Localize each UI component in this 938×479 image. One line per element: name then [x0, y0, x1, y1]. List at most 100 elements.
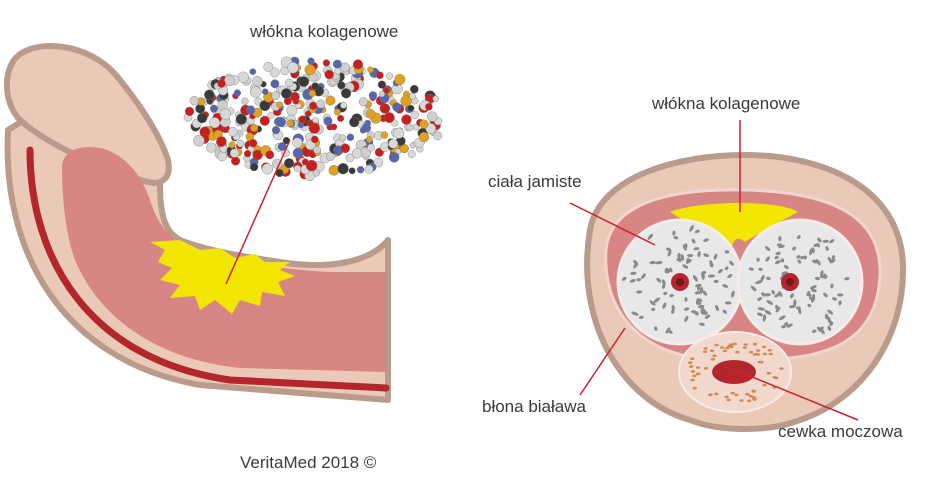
- sinusoid: [775, 306, 781, 313]
- atom: [250, 123, 259, 132]
- spongy-dot: [735, 350, 740, 354]
- sinusoid: [825, 246, 829, 251]
- sinusoid: [832, 297, 837, 301]
- atom: [393, 127, 405, 139]
- atom: [290, 91, 300, 102]
- sinusoid: [809, 248, 813, 256]
- sinusoid: [831, 255, 836, 260]
- sinusoid: [683, 307, 690, 311]
- atom: [237, 71, 249, 83]
- sinusoid: [651, 307, 656, 312]
- sinusoid: [724, 250, 730, 254]
- atom: [349, 117, 360, 128]
- atom: [394, 73, 406, 85]
- spongy-dot: [708, 393, 713, 397]
- atom: [332, 59, 342, 69]
- sinusoid: [756, 257, 760, 262]
- spongy-dot: [714, 392, 719, 396]
- sinusoid: [780, 258, 785, 263]
- sinusoid: [776, 243, 782, 247]
- sinusoid: [814, 276, 820, 281]
- spongy-dot: [747, 399, 752, 403]
- atom: [389, 152, 400, 163]
- atom: [345, 153, 355, 163]
- atom: [196, 112, 208, 124]
- atom: [235, 113, 247, 125]
- atom: [383, 112, 395, 124]
- sinusoid: [724, 266, 729, 271]
- spongy-dot: [712, 354, 717, 358]
- sinusoid: [703, 238, 709, 243]
- atom: [378, 90, 386, 98]
- atom: [228, 127, 238, 137]
- sinusoid: [778, 291, 783, 297]
- cavernous-artery-right-core: [786, 278, 794, 286]
- sinusoid: [691, 310, 698, 314]
- atom: [405, 123, 414, 132]
- sinusoid: [724, 301, 732, 305]
- atom: [284, 158, 295, 169]
- atom: [224, 75, 235, 87]
- label-collagen-right: włókna kolagenowe: [652, 94, 801, 113]
- spongy-dot: [768, 352, 773, 356]
- atom: [307, 57, 315, 65]
- atom: [409, 93, 416, 100]
- atom: [379, 103, 391, 114]
- atom: [358, 97, 368, 107]
- sinusoid: [837, 293, 844, 297]
- atom: [309, 101, 318, 110]
- atom: [425, 103, 433, 111]
- sinusoid: [778, 236, 782, 242]
- sinusoid: [649, 260, 656, 265]
- sinusoid: [829, 239, 835, 244]
- atom: [310, 135, 319, 144]
- atom: [367, 143, 375, 152]
- sinusoid: [784, 322, 788, 327]
- sinusoid: [722, 284, 729, 288]
- label-collagen-top: włókna kolagenowe: [250, 22, 399, 41]
- spongy-dot: [755, 349, 761, 352]
- atom: [209, 104, 218, 113]
- sinusoid: [697, 250, 701, 258]
- sinusoid: [811, 329, 817, 333]
- atom: [433, 131, 443, 141]
- atom: [313, 146, 321, 154]
- sinusoid: [701, 270, 707, 275]
- atom: [184, 106, 195, 117]
- sinusoid: [695, 283, 702, 288]
- atom: [377, 80, 387, 89]
- sinusoid: [702, 290, 708, 296]
- spongy-dot: [730, 391, 735, 395]
- sinusoid: [762, 314, 767, 322]
- sinusoid: [713, 253, 718, 260]
- spongy-dot: [766, 371, 771, 375]
- sinusoid: [662, 302, 667, 309]
- sinusoid: [830, 283, 834, 289]
- sinusoid: [765, 256, 770, 262]
- atom: [262, 88, 269, 95]
- atom: [209, 117, 221, 129]
- sinusoid: [817, 237, 822, 243]
- sinusoid: [755, 280, 763, 285]
- sinusoid: [661, 283, 666, 289]
- atom: [432, 95, 440, 103]
- spongy-dot: [739, 399, 744, 402]
- sinusoid: [676, 257, 681, 262]
- atom: [284, 78, 294, 88]
- label-urethra: cewka moczowa: [778, 422, 903, 441]
- atom: [292, 137, 303, 148]
- sinusoid: [631, 311, 639, 316]
- credit-text: VeritaMed 2018 ©: [240, 453, 377, 472]
- spongy-dot: [690, 370, 696, 373]
- sinusoid: [672, 230, 676, 236]
- sinusoid: [653, 297, 661, 303]
- sinusoid: [811, 288, 817, 293]
- sinusoid: [757, 296, 763, 302]
- tunica-ring: [604, 188, 882, 360]
- cross-collagen: [670, 203, 798, 246]
- sinusoid: [701, 273, 705, 280]
- leader-tunica: [579, 327, 626, 396]
- glans: [3, 43, 172, 186]
- spongy-dot: [762, 345, 767, 349]
